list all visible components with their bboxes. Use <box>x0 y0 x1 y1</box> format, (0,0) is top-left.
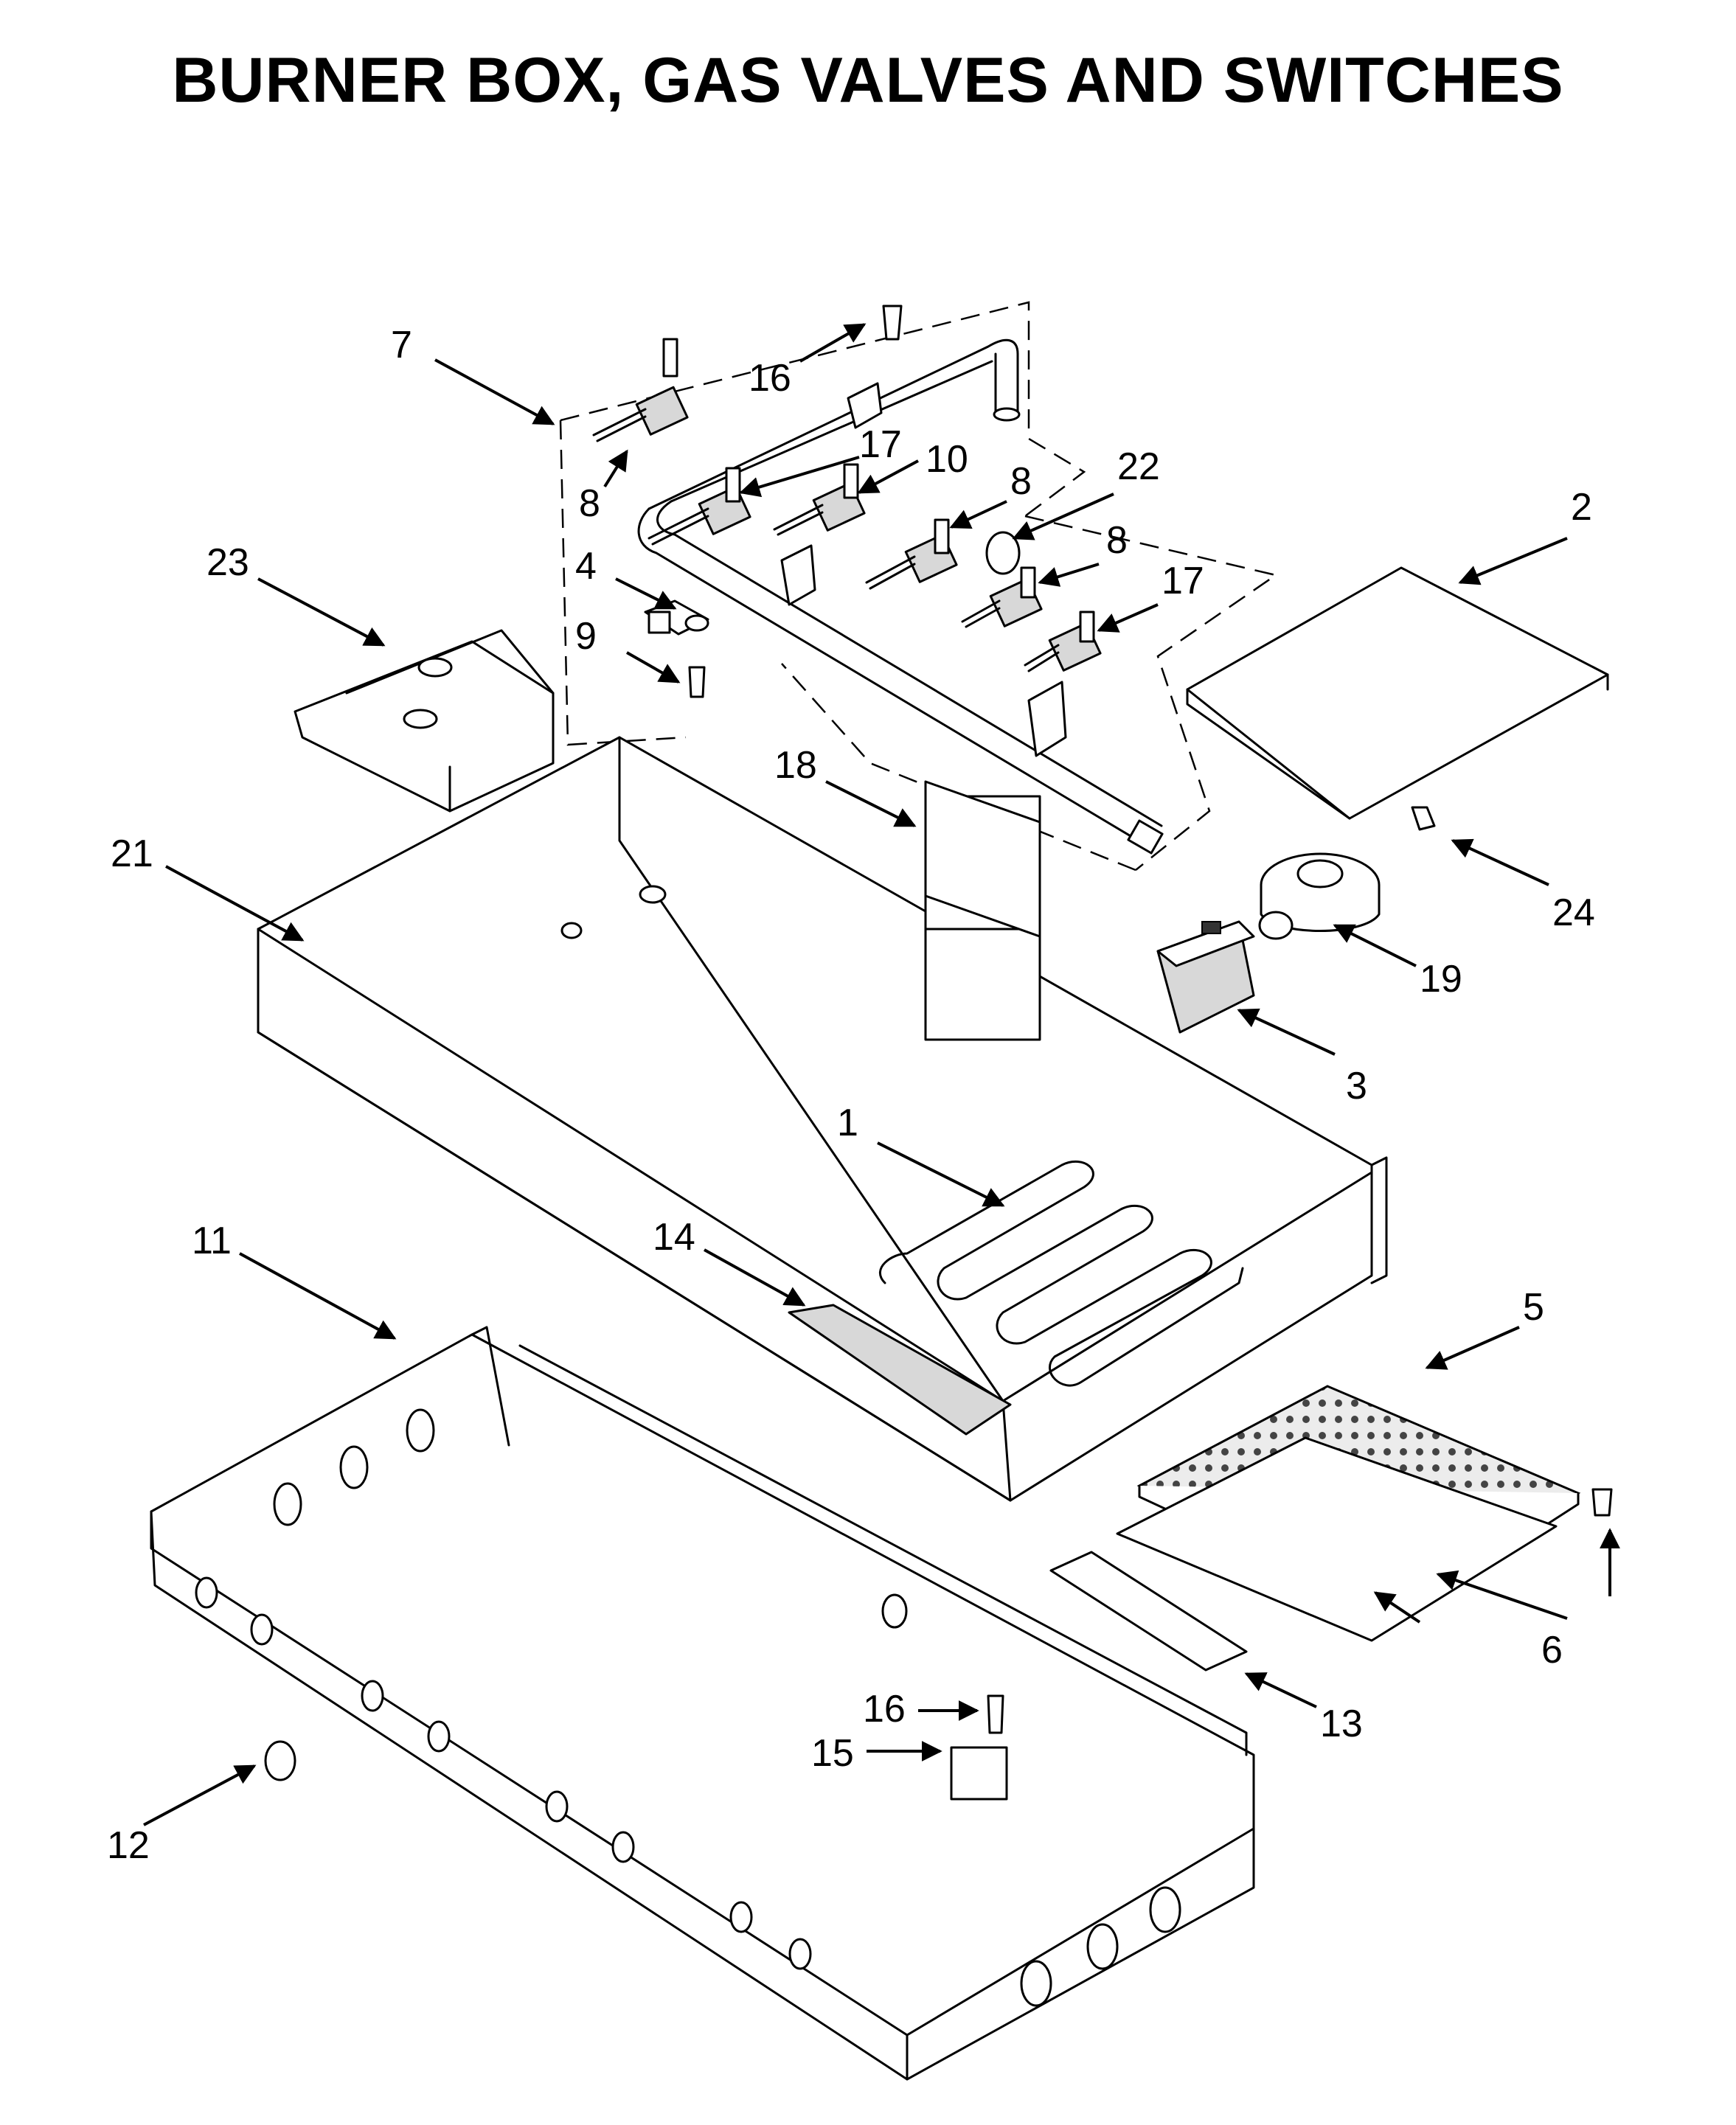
gas-pressure-regulator <box>1258 852 1381 940</box>
callout-23: 24 <box>1552 891 1595 934</box>
callout-8: 8 <box>1106 519 1128 562</box>
switch-disc <box>985 531 1021 575</box>
callout-6: 6 <box>1541 1629 1563 1672</box>
callout-19: 19 <box>1420 958 1462 1001</box>
callout-16: 16 <box>863 1688 906 1731</box>
gas-valve-3 <box>773 463 866 536</box>
callout-labels: 7 16 8 17 10 8 22 8 17 2 23 4 9 18 24 19… <box>107 324 1595 1867</box>
callout-8: 8 <box>579 482 600 525</box>
callout-16: 16 <box>749 357 791 400</box>
callout-15: 15 <box>811 1732 854 1775</box>
callout-20: 22 <box>1117 445 1160 488</box>
callout-12: 10 <box>926 438 968 481</box>
callout-14: 14 <box>653 1216 695 1259</box>
screw <box>1591 1488 1613 1517</box>
callout-21: 21 <box>111 832 153 875</box>
screw <box>688 666 706 698</box>
callout-18: 18 <box>774 744 817 787</box>
callout-2: 2 <box>1571 486 1592 529</box>
page-title: BURNER BOX, GAS VALVES AND SWITCHES <box>172 45 1564 116</box>
callout-11: 11 <box>192 1220 232 1262</box>
spark-module <box>1156 920 1255 1034</box>
gas-valve-2 <box>647 467 751 546</box>
gas-valve-6 <box>1024 611 1102 672</box>
callout-17: 17 <box>859 423 902 466</box>
callout-9: 12 <box>107 1824 150 1867</box>
callout-4: 4 <box>575 545 597 588</box>
callout-7: 7 <box>391 324 412 366</box>
burner-cover-bracket <box>294 629 555 813</box>
callout-17: 17 <box>1162 560 1204 602</box>
knob <box>264 1740 296 1781</box>
gas-valve-4 <box>865 518 958 590</box>
strip <box>1049 1551 1248 1672</box>
screw <box>882 305 903 341</box>
callout-8: 8 <box>1010 460 1032 503</box>
callout-13: 13 <box>1320 1703 1363 1745</box>
gas-valve-1 <box>592 338 689 442</box>
callout-arrows <box>143 323 1620 1826</box>
callout-10: 9 <box>575 615 597 658</box>
callout-3: 3 <box>1346 1065 1367 1107</box>
callout-22: 23 <box>206 541 249 584</box>
outer-burner-box <box>150 1326 1255 2081</box>
callout-5: 5 <box>1523 1286 1544 1329</box>
heat-shield-shelf <box>1186 566 1609 831</box>
gas-valve-5 <box>961 566 1043 628</box>
cover-plate <box>924 780 1041 938</box>
callout-1: 1 <box>837 1102 858 1144</box>
